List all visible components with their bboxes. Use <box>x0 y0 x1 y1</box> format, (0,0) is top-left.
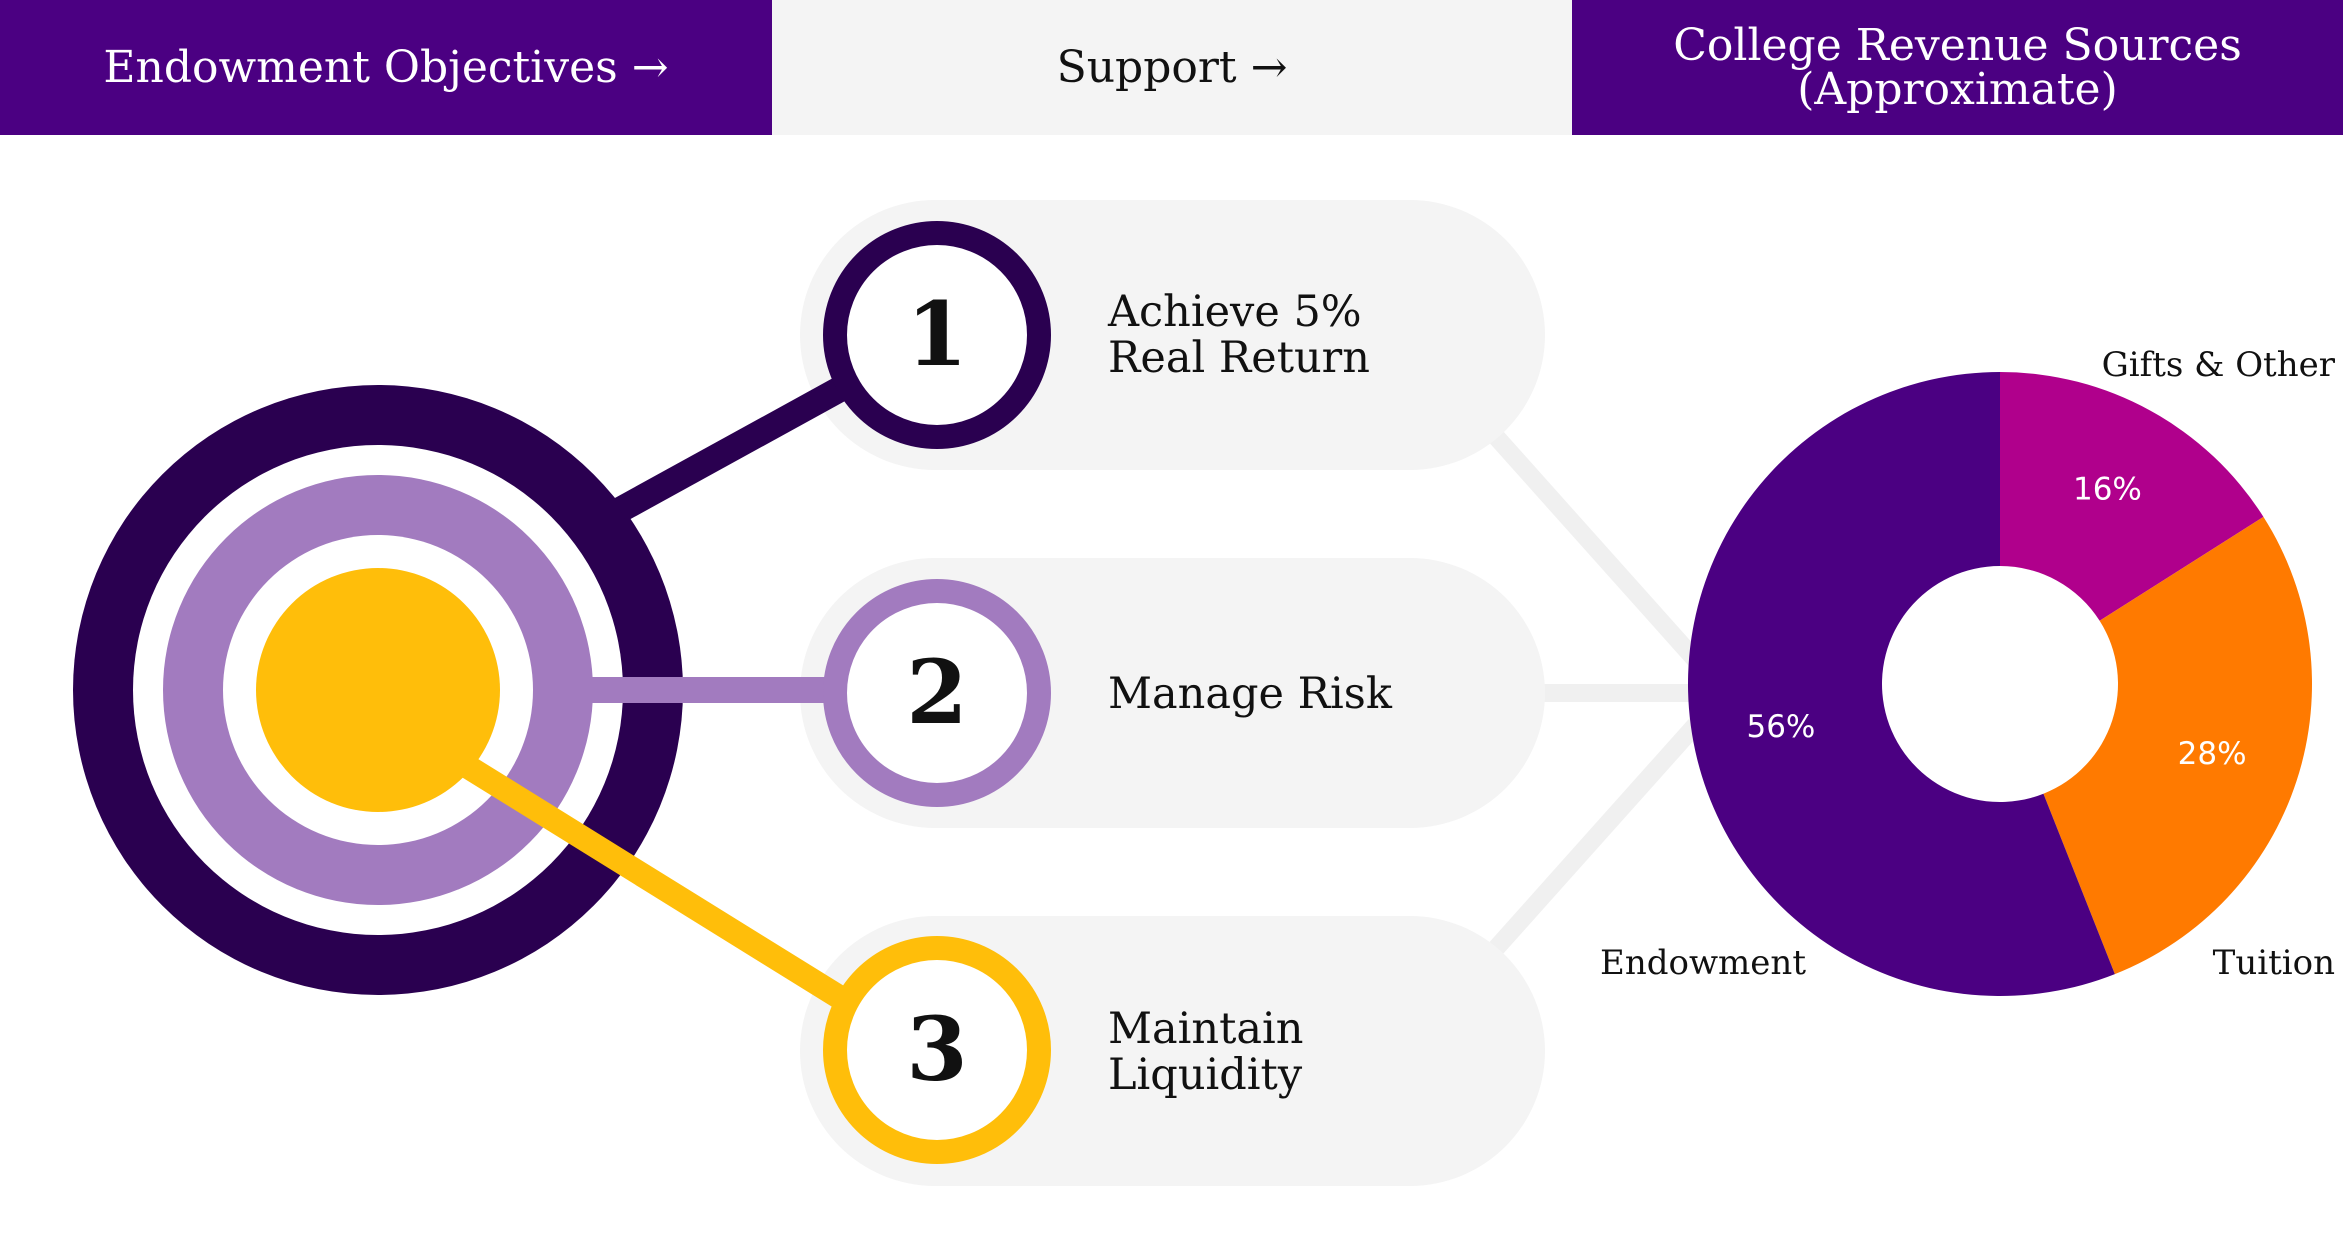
objective-1-line2: Real Return <box>1108 333 1370 383</box>
slice-name-gifts: Gifts & Other <box>2102 345 2336 385</box>
objective-badge-3: 3 <box>823 936 1051 1164</box>
donut-label-tuition: 28% <box>2178 736 2247 772</box>
link-line-1 <box>613 366 867 522</box>
objective-number-2: 2 <box>906 640 967 744</box>
objective-number-3: 3 <box>906 997 967 1101</box>
header-mid-title: Support → <box>1056 41 1288 93</box>
objective-3-line1: Maintain <box>1108 1004 1303 1054</box>
objective-2-line1: Manage Risk <box>1108 669 1393 719</box>
objective-badge-1: 1 <box>823 221 1051 449</box>
slice-name-endowment: Endowment <box>1600 943 1806 983</box>
revenue-donut-chart: 16% 28% 56% <box>1688 372 2313 997</box>
objective-number-1: 1 <box>906 282 967 386</box>
objective-3-line2: Liquidity <box>1108 1050 1303 1100</box>
header-right-title-line2: (Approximate) <box>1797 63 2118 115</box>
objective-1-line1: Achieve 5% <box>1107 287 1362 337</box>
objective-badge-2: 2 <box>823 579 1051 807</box>
header-left-title: Endowment Objectives → <box>103 41 669 93</box>
header-right-title-line1: College Revenue Sources <box>1673 19 2242 71</box>
donut-label-endowment: 56% <box>1746 709 1815 745</box>
connector-3 <box>1481 711 1709 964</box>
donut-slice-gifts-other <box>2000 372 2264 621</box>
target-icon <box>73 385 683 995</box>
donut-slice-endowment <box>1688 372 2115 997</box>
donut-slice-tuition <box>2043 516 2313 975</box>
header-endowment-objectives: Endowment Objectives → <box>0 0 772 135</box>
target-bullseye <box>256 568 500 812</box>
connector-1 <box>1481 421 1709 674</box>
support-connectors <box>1481 421 1709 964</box>
slice-name-tuition: Tuition <box>2213 943 2335 983</box>
link-line-3 <box>458 754 867 1021</box>
header-support: Support → <box>772 0 1572 135</box>
donut-label-gifts-other: 16% <box>2073 472 2142 508</box>
header-revenue-sources: College Revenue Sources (Approximate) <box>1572 0 2343 135</box>
